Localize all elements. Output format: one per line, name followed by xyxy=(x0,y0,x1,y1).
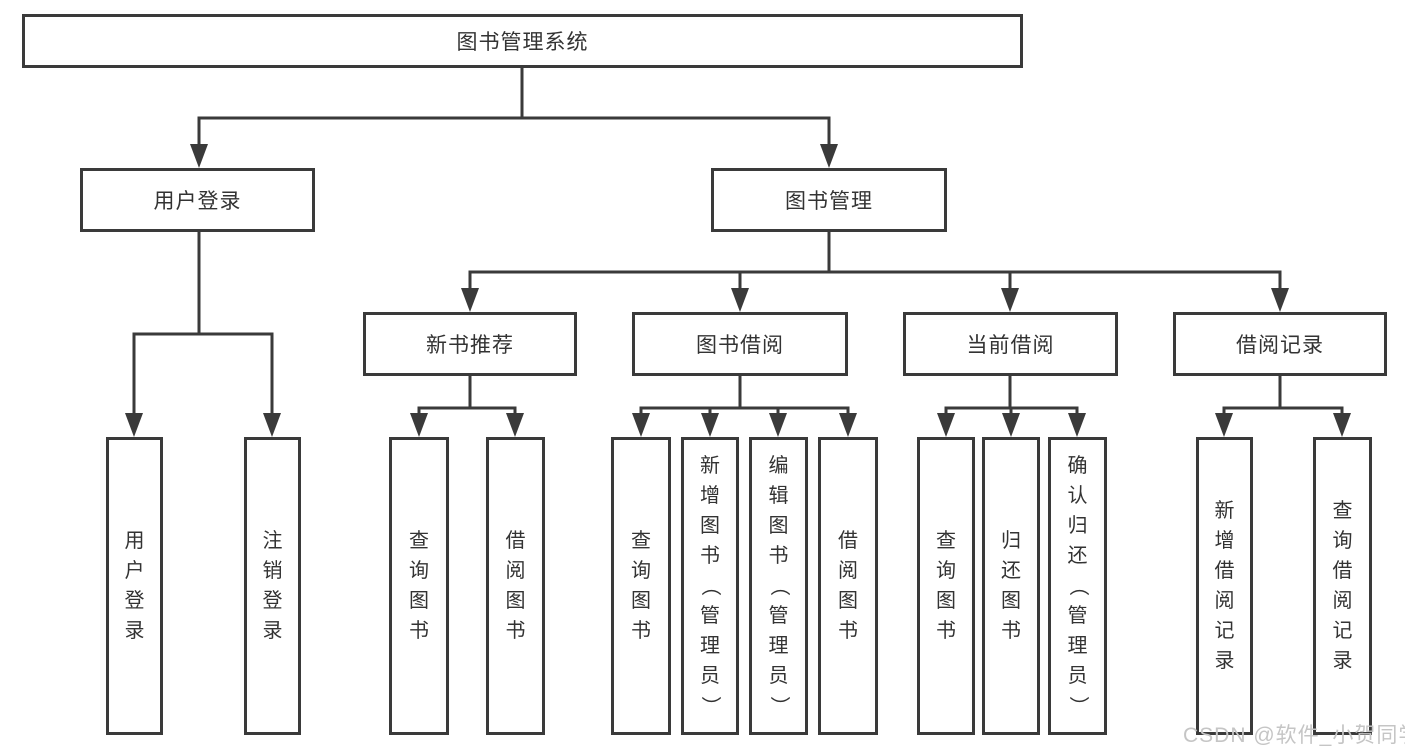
arrowhead xyxy=(769,413,787,437)
leaf-current-query-books-label: 查询图书 xyxy=(936,530,956,642)
leaf-current-return-books-label: 归还图书 xyxy=(1001,530,1021,642)
arrowhead xyxy=(632,413,650,437)
node-book-management: 图书管理 xyxy=(711,168,947,232)
arrowheads xyxy=(125,144,1351,437)
leaf-user-login: 用户登录 xyxy=(106,437,163,735)
leaf-borrow-edit-books: 编辑图书（管理员） xyxy=(749,437,808,735)
leaf-user-login-label: 用户登录 xyxy=(124,530,145,642)
arrowhead xyxy=(506,413,524,437)
arrowhead xyxy=(410,413,428,437)
arrowhead xyxy=(1271,288,1289,312)
csdn-watermark: CSDN @软件_小贺同学 xyxy=(1183,724,1405,747)
leaf-logout-label: 注销登录 xyxy=(262,530,283,642)
arrowhead xyxy=(839,413,857,437)
node-borrow-records-label: 借阅记录 xyxy=(1236,334,1324,357)
node-root-label: 图书管理系统 xyxy=(456,31,589,54)
arrowhead xyxy=(263,413,281,437)
arrowhead xyxy=(701,413,719,437)
node-user-login: 用户登录 xyxy=(80,168,315,232)
arrowhead xyxy=(1002,413,1020,437)
node-borrow-records: 借阅记录 xyxy=(1173,312,1387,376)
node-current-borrow-label: 当前借阅 xyxy=(966,334,1055,357)
arrowhead xyxy=(1215,413,1233,437)
leaf-borrow-edit-books-label: 编辑图书（管理员） xyxy=(767,455,790,716)
node-book-management-label: 图书管理 xyxy=(785,190,873,213)
node-root: 图书管理系统 xyxy=(22,14,1023,68)
leaf-borrow-add-books-label: 新增图书（管理员） xyxy=(699,455,721,716)
arrowhead xyxy=(461,288,479,312)
leaf-current-return-books: 归还图书 xyxy=(982,437,1040,735)
leaf-records-add-record: 新增借阅记录 xyxy=(1196,437,1253,735)
arrowhead xyxy=(937,413,955,437)
leaf-recommend-query-books: 查询图书 xyxy=(389,437,449,735)
leaf-records-add-record-label: 新增借阅记录 xyxy=(1214,500,1235,672)
leaf-borrow-borrow-books-label: 借阅图书 xyxy=(838,530,858,642)
arrowhead xyxy=(731,288,749,312)
arrowhead xyxy=(190,144,208,168)
leaf-current-confirm-return-label: 确认归还（管理员） xyxy=(1066,455,1089,716)
leaf-borrow-borrow-books: 借阅图书 xyxy=(818,437,878,735)
leaf-current-query-books: 查询图书 xyxy=(917,437,975,735)
leaf-borrow-query-books-label: 查询图书 xyxy=(631,530,651,642)
node-new-book-recommend: 新书推荐 xyxy=(363,312,577,376)
arrowhead xyxy=(1333,413,1351,437)
arrowhead xyxy=(125,413,143,437)
node-new-book-recommend-label: 新书推荐 xyxy=(426,334,514,357)
leaf-logout: 注销登录 xyxy=(244,437,301,735)
tree-connector-paths xyxy=(132,68,1344,421)
leaf-recommend-query-books-label: 查询图书 xyxy=(409,530,429,642)
leaf-borrow-add-books: 新增图书（管理员） xyxy=(681,437,739,735)
arrowhead xyxy=(1001,288,1019,312)
node-book-borrow-label: 图书借阅 xyxy=(696,334,784,357)
leaf-records-query-record: 查询借阅记录 xyxy=(1313,437,1372,735)
leaf-current-confirm-return: 确认归还（管理员） xyxy=(1048,437,1107,735)
arrowhead xyxy=(1068,413,1086,437)
node-book-borrow: 图书借阅 xyxy=(632,312,848,376)
arrowhead xyxy=(820,144,838,168)
leaf-recommend-borrow-books: 借阅图书 xyxy=(486,437,545,735)
leaf-borrow-query-books: 查询图书 xyxy=(611,437,671,735)
node-current-borrow: 当前借阅 xyxy=(903,312,1118,376)
leaf-records-query-record-label: 查询借阅记录 xyxy=(1332,500,1353,672)
node-user-login-label: 用户登录 xyxy=(153,190,242,213)
leaf-recommend-borrow-books-label: 借阅图书 xyxy=(505,530,526,642)
